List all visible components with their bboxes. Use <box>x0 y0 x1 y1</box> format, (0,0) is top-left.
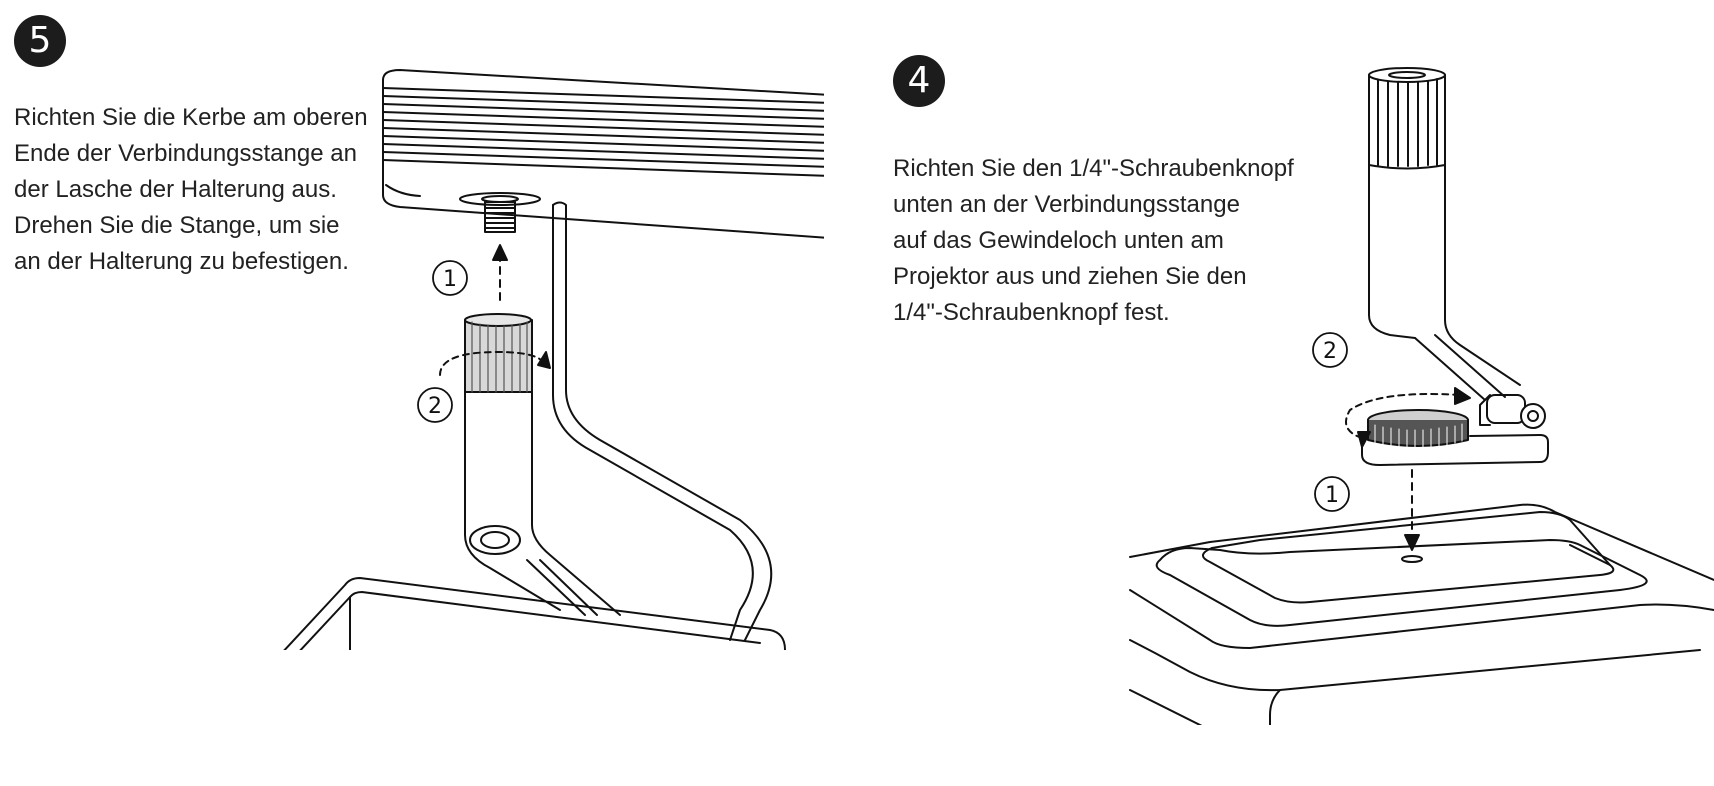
instruction-line: der Lasche der Halterung aus. <box>14 176 337 203</box>
svg-text:1: 1 <box>1325 483 1339 508</box>
callout-2: 2 <box>1312 332 1348 368</box>
step-number-badge: 4 <box>893 55 945 107</box>
instruction-line: Richten Sie den 1/4"-Schraubenknopf <box>893 155 1294 182</box>
projector-body <box>1129 503 1714 725</box>
knurled-knob <box>464 313 533 393</box>
step-instructions: Richten Sie den 1/4"-Schraubenknopf unte… <box>893 151 1294 331</box>
cable <box>552 201 773 641</box>
rotation-arrow <box>439 351 546 376</box>
instruction-line: Drehen Sie die Stange, um sie <box>14 212 340 239</box>
bracket-housing <box>382 69 824 239</box>
projector-top <box>283 577 786 650</box>
connection-pole <box>1368 164 1546 429</box>
instruction-line: auf das Gewindeloch unten am <box>893 227 1224 254</box>
mount-attachment-illustration: 1 2 <box>283 69 824 650</box>
base-plate <box>1361 434 1549 466</box>
screw-knob-illustration: 2 1 <box>1129 67 1714 725</box>
step-instructions: Richten Sie die Kerbe am oberen Ende der… <box>14 100 368 280</box>
connection-pole <box>464 391 621 616</box>
svg-text:2: 2 <box>428 394 442 419</box>
svg-text:1: 1 <box>443 267 457 292</box>
instruction-line: unten an der Verbindungsstange <box>893 191 1240 218</box>
callout-1: 1 <box>432 260 468 296</box>
instruction-line: an der Halterung zu befestigen. <box>14 248 349 275</box>
instruction-line: Ende der Verbindungsstange an <box>14 140 357 167</box>
threaded-stud <box>459 192 541 233</box>
instruction-line: Projektor aus und ziehen Sie den <box>893 263 1247 290</box>
svg-text:2: 2 <box>1323 339 1337 364</box>
callout-2: 2 <box>417 387 453 423</box>
step-number-badge: 5 <box>14 15 66 67</box>
screw-knob <box>1367 409 1469 450</box>
instruction-line: Richten Sie die Kerbe am oberen <box>14 104 368 131</box>
instruction-line: 1/4"-Schraubenknopf fest. <box>893 299 1170 326</box>
knurled-grip <box>1368 67 1446 170</box>
callout-1: 1 <box>1314 476 1350 512</box>
rotation-arrow <box>1345 393 1461 439</box>
